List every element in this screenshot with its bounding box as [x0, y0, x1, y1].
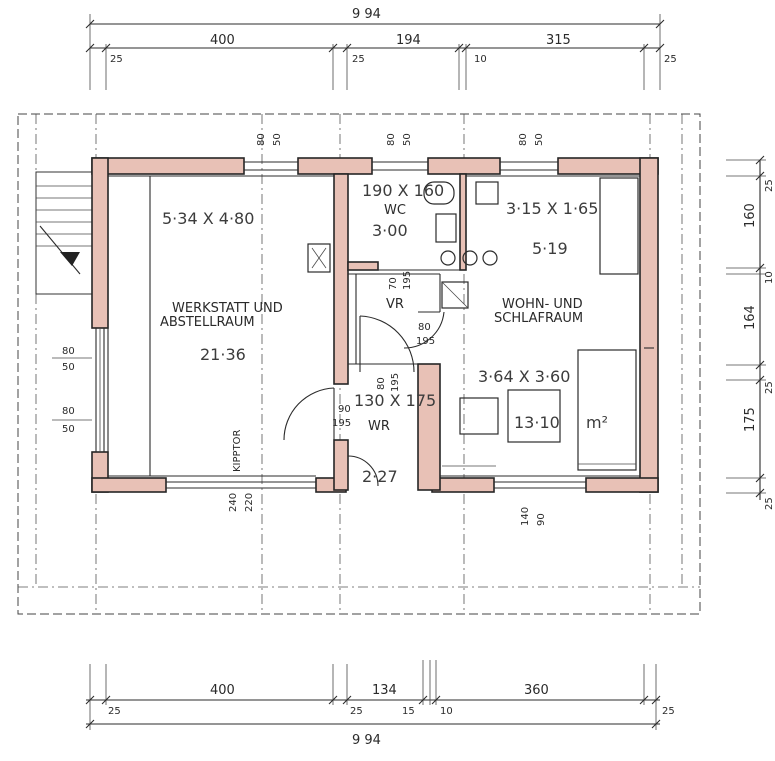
living-area-top: 5·19	[532, 239, 568, 258]
right-seg-1: 160	[743, 203, 758, 228]
wc-name: WC	[384, 203, 406, 218]
bottom-dimension-chain: 400 134 360 25 25 15 10 25 9 94	[85, 660, 675, 748]
wr-size: 130 X 175	[354, 391, 436, 410]
wc-size: 190 X 160	[362, 181, 444, 200]
living-name-line2: SCHLAFRAUM	[494, 311, 583, 326]
building-walls	[91, 157, 659, 493]
room-labels: 5·34 X 4·80 WERKSTATT UND ABSTELLRAUM 21…	[160, 181, 608, 486]
workshop-area: 21·36	[200, 345, 246, 364]
door-1-bottom: 195	[402, 271, 413, 290]
door-1-top: 70	[388, 277, 399, 290]
wc-area: 3·00	[372, 221, 408, 240]
garage-door-top: 240	[228, 493, 239, 512]
right-small-3: 25	[764, 381, 775, 394]
top-seg-3: 315	[546, 33, 571, 48]
bottom-small-4: 10	[440, 706, 453, 717]
living-unit: m²	[586, 413, 608, 432]
bottom-small-3: 15	[402, 706, 415, 717]
windows	[95, 161, 654, 489]
right-small-1: 25	[764, 179, 775, 192]
living-area: 13·10	[514, 413, 560, 432]
bottom-small-1: 25	[108, 706, 121, 717]
top-opening-1-top: 80	[256, 133, 267, 146]
fixtures	[307, 177, 639, 471]
top-opening-2-bottom: 50	[402, 133, 413, 146]
right-small-2: 10	[764, 271, 775, 284]
living-size: 3·64 X 3·60	[478, 367, 570, 386]
top-opening-3-bottom: 50	[534, 133, 545, 146]
door-4-bottom: 195	[332, 418, 351, 429]
door-3-top: 80	[376, 377, 387, 390]
left-opening-1-top: 80	[62, 346, 75, 357]
living-size-top: 3·15 X 1·65	[506, 199, 598, 218]
garage-door-label: KIPPTOR	[232, 429, 243, 472]
wr-area: 2·27	[362, 467, 398, 486]
wr-name: WR	[368, 419, 390, 434]
top-small-4: 25	[664, 54, 677, 65]
bottom-seg-2: 134	[372, 683, 397, 698]
right-seg-2: 164	[743, 305, 758, 330]
workshop-size: 5·34 X 4·80	[162, 209, 254, 228]
top-opening-3-top: 80	[518, 133, 529, 146]
left-opening-2-top: 80	[62, 406, 75, 417]
top-total-label: 9 94	[352, 7, 381, 22]
right-dimension-chain: 160 164 175 25 10 25 25	[726, 155, 775, 510]
left-opening-2-bottom: 50	[62, 424, 75, 435]
living-name-line1: WOHN- UND	[502, 297, 583, 312]
workshop-name-line2: ABSTELLRAUM	[160, 315, 255, 330]
bottom-seg-1: 400	[210, 683, 235, 698]
window-bottom-bottom: 90	[536, 513, 547, 526]
window-bottom-top: 140	[520, 507, 531, 526]
top-small-3: 10	[474, 54, 487, 65]
door-4-top: 90	[338, 404, 351, 415]
top-seg-2: 194	[396, 33, 421, 48]
left-opening-1-bottom: 50	[62, 362, 75, 373]
doors	[283, 311, 445, 487]
hall-name: VR	[386, 297, 404, 312]
door-2-top: 80	[418, 322, 431, 333]
top-small-1: 25	[110, 54, 123, 65]
right-seg-3: 175	[743, 407, 758, 432]
garage-door-bottom: 220	[244, 493, 255, 512]
top-opening-1-bottom: 50	[272, 133, 283, 146]
bottom-small-2: 25	[350, 706, 363, 717]
top-small-2: 25	[352, 54, 365, 65]
top-opening-2-top: 80	[386, 133, 397, 146]
top-dimension-chain: 9 94 400 194 315 25 25 10 25	[85, 7, 677, 90]
bottom-total-label: 9 94	[352, 733, 381, 748]
external-stair	[35, 171, 93, 295]
top-seg-1: 400	[210, 33, 235, 48]
door-3-bottom: 195	[390, 373, 401, 392]
bottom-small-5: 25	[662, 706, 675, 717]
workshop-name-line1: WERKSTATT UND	[172, 301, 283, 316]
opening-labels: 80 50 80 50 80 50 80 50 80 50 70 195 80 …	[52, 133, 547, 526]
bottom-seg-3: 360	[524, 683, 549, 698]
door-2-bottom: 195	[416, 336, 435, 347]
right-small-4: 25	[764, 497, 775, 510]
